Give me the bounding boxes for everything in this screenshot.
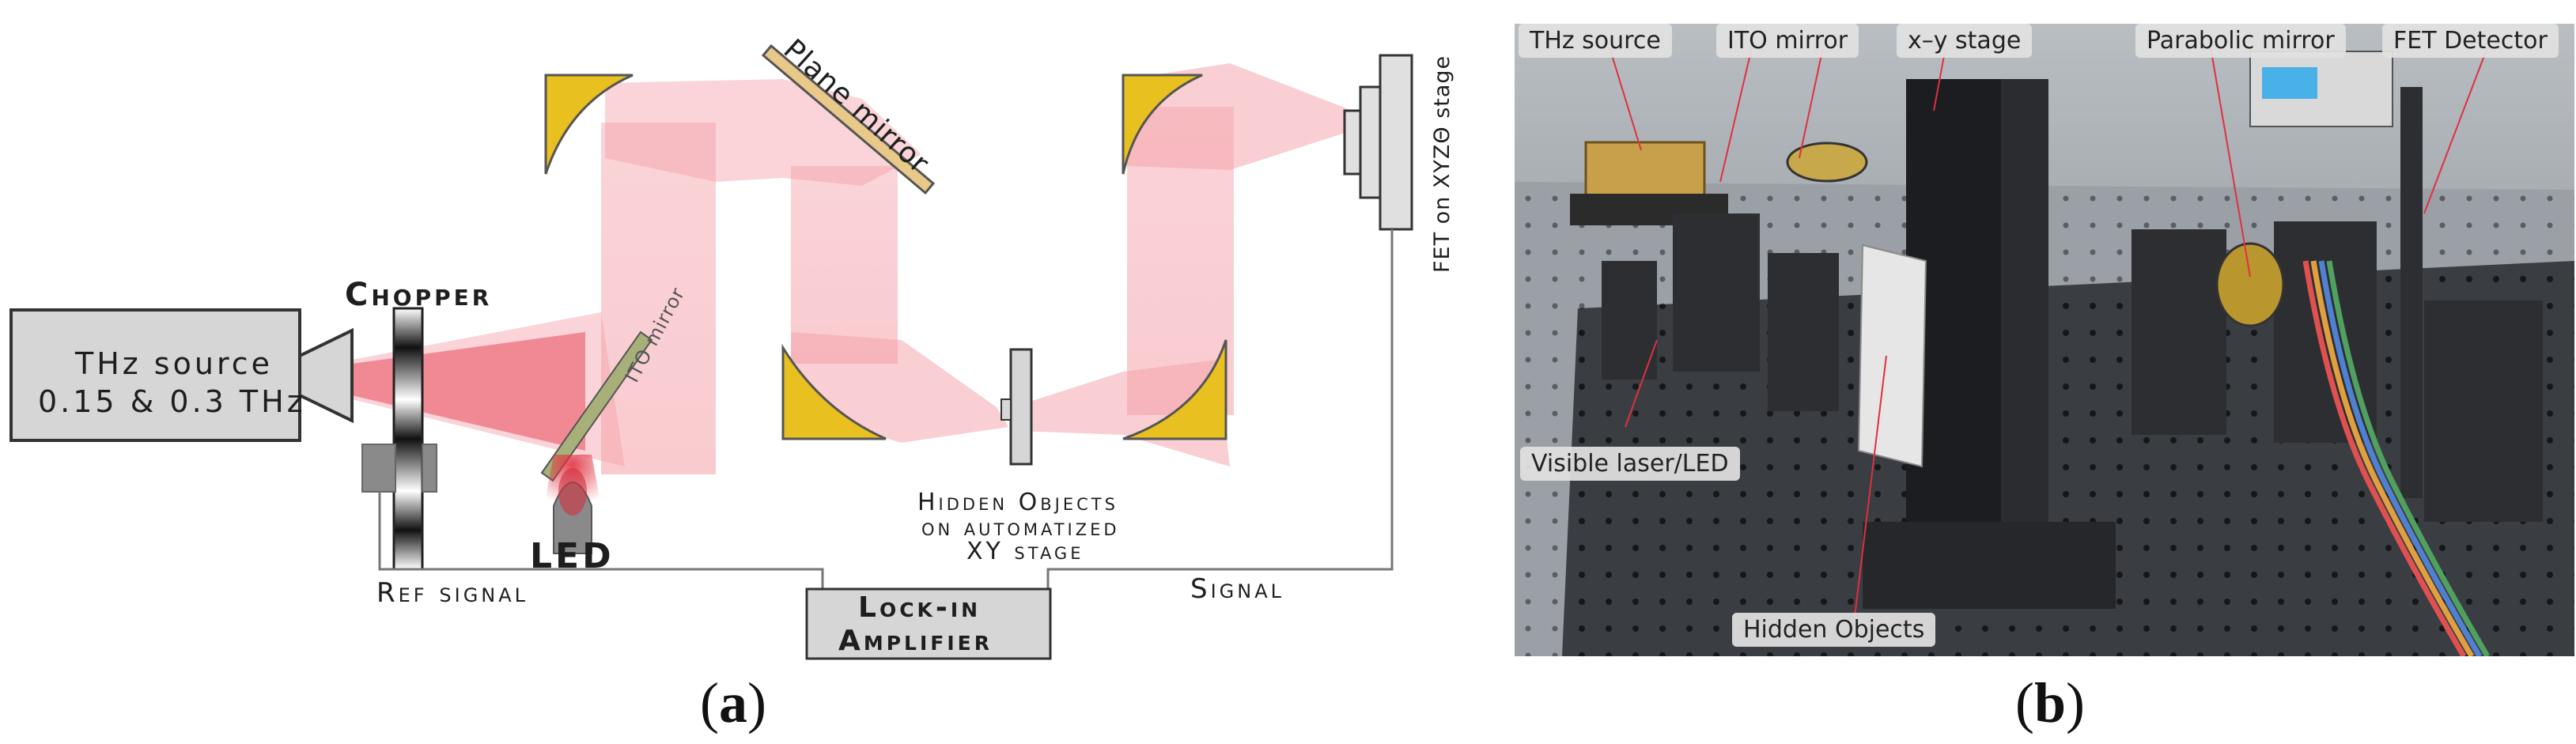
photo-label-parabolic-mirror: Parabolic mirror [2135, 24, 2346, 58]
fet-stage [1343, 54, 1413, 231]
chopper-label: Chopper [345, 277, 493, 313]
photo-label-hidden-objects: Hidden Objects [1732, 613, 1936, 647]
photo-optics-mounts [1602, 87, 2543, 522]
photo-label-fet-detector: FET Detector [2382, 24, 2559, 58]
photo-hidden-object-sample [1857, 244, 1927, 468]
photo-parabolic-mirror [2215, 242, 2285, 327]
led-label: LED [530, 536, 615, 576]
photo-pointer-lines [1609, 47, 2488, 617]
chopper [361, 307, 437, 571]
photo-ribbon-cable [2302, 260, 2491, 658]
parabolic-mirror-3 [1122, 74, 1203, 175]
photo-instrument [2249, 51, 2393, 127]
ref-signal-label: Ref signal [376, 577, 529, 609]
led [544, 455, 601, 554]
lockin-label-line2: Amplifier [838, 625, 993, 657]
photo-label-ito-mirror: ITO mirror [1716, 24, 1859, 58]
plane-mirror [761, 43, 936, 195]
panel-b-photo [1515, 24, 2574, 658]
hidden-objects-label-line3: XY stage [966, 538, 1084, 565]
fet-stage-label: FET on XYZΘ stage [1430, 55, 1454, 273]
parabolic-mirror-2 [781, 343, 887, 440]
photo-label-xy-stage: x–y stage [1897, 24, 2033, 58]
photo-thz-source [1570, 141, 1728, 225]
parabolic-mirror-4 [1122, 339, 1227, 440]
hidden-objects-label-line2: on automatized [921, 514, 1120, 542]
parabolic-mirror-1 [544, 74, 634, 175]
hidden-objects-label-line1: Hidden Objects [917, 489, 1118, 516]
ito-mirror [540, 330, 653, 482]
photo-xy-stage [1863, 79, 2116, 609]
photo-svg [1515, 24, 2574, 658]
lockin-label-line1: Lock-in [858, 591, 982, 624]
thz-source-label-line2: 0.15 & 0.3 THz [38, 384, 306, 419]
photo-ito-mirror [1786, 142, 1868, 183]
thz-source [9, 308, 354, 442]
signal-wiring [378, 229, 1394, 589]
panel-a-schematic [9, 43, 1413, 660]
thz-source-label-line1: THz source [75, 346, 274, 381]
photo-label-thz-source: THz source [1519, 24, 1672, 58]
caption-a: (a) [700, 671, 766, 735]
lockin-amplifier-box [805, 587, 1052, 660]
hidden-object-stage [1001, 348, 1033, 466]
caption-b: (b) [2015, 671, 2086, 735]
signal-label: Signal [1190, 573, 1284, 605]
schematic-svg [9, 43, 1413, 660]
photo-label-visible-laser: Visible laser/LED [1520, 447, 1740, 481]
